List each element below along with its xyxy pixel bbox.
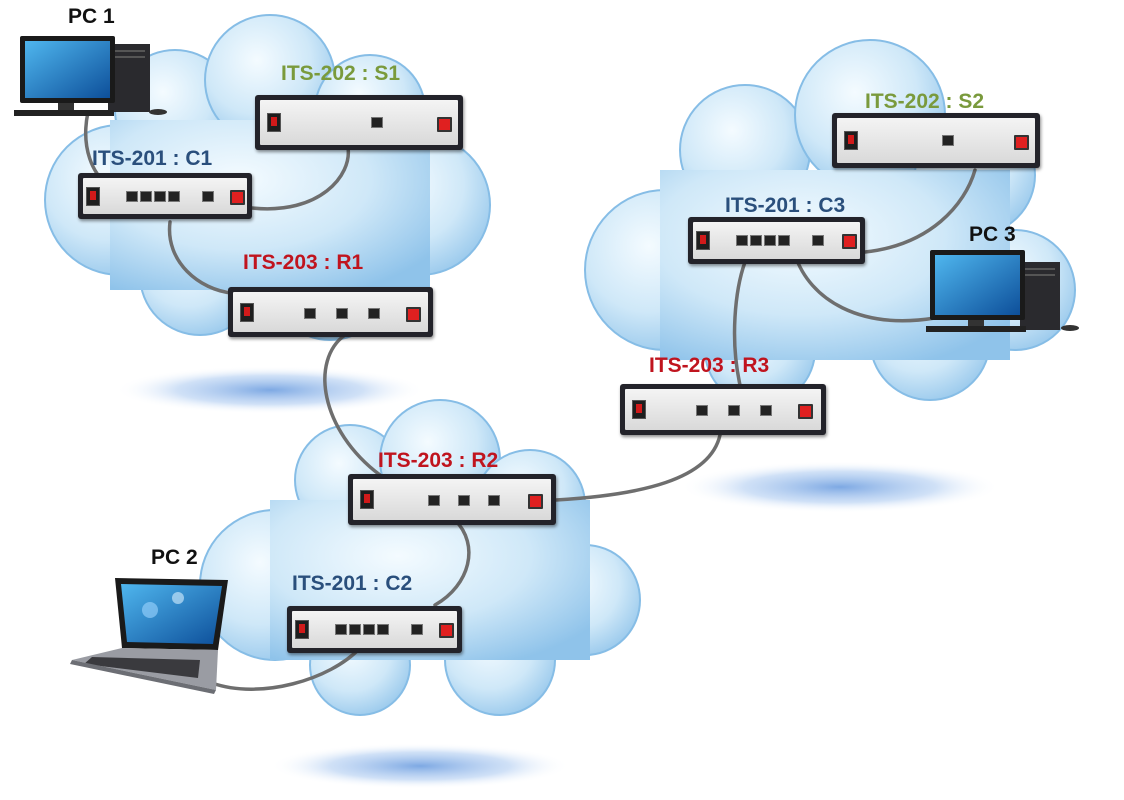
reset-button-icon: [437, 117, 452, 132]
cloud-shadow-bottom: [270, 743, 570, 789]
reset-button-icon: [439, 623, 454, 638]
ethernet-port-icon: [428, 495, 440, 506]
ethernet-port-icon: [335, 624, 347, 635]
power-switch-icon: [696, 231, 710, 250]
desktop-computer-icon: [926, 250, 1079, 332]
device-its203-r2: [348, 474, 556, 525]
laptop-icon: [70, 578, 228, 694]
console-port-icon: [202, 191, 214, 202]
ethernet-port-icon: [140, 191, 152, 202]
ethernet-port-icon: [349, 624, 361, 635]
ethernet-port-icon: [154, 191, 166, 202]
ethernet-port-icon: [126, 191, 138, 202]
console-port-icon: [411, 624, 423, 635]
device-its201-c3: [688, 217, 865, 264]
power-switch-icon: [240, 303, 254, 322]
cloud-shadow-top-left: [115, 366, 425, 414]
ethernet-port-icon: [736, 235, 748, 246]
ethernet-port-icon: [760, 405, 772, 416]
power-switch-icon: [360, 490, 374, 509]
ethernet-port-icon: [750, 235, 762, 246]
label-its201-c1: ITS-201 : C1: [92, 147, 213, 170]
device-its203-r3: [620, 384, 826, 435]
ethernet-port-icon: [778, 235, 790, 246]
cable-r1-r2: [323, 333, 382, 477]
device-front-panel: [233, 292, 428, 332]
power-switch-icon: [267, 113, 281, 132]
power-switch-icon: [86, 187, 100, 206]
cloud-bottom: [199, 399, 641, 716]
cloud-shadow-right: [680, 461, 1000, 513]
device-its202-s2: [832, 113, 1040, 168]
power-switch-icon: [844, 131, 858, 150]
cable-c3-pc3: [793, 253, 937, 323]
cable-c2-pc2: [210, 646, 362, 691]
ethernet-port-icon: [336, 308, 348, 319]
ethernet-port-icon: [304, 308, 316, 319]
ethernet-port-icon: [458, 495, 470, 506]
device-front-panel: [693, 222, 860, 259]
label-its201-c3: ITS-201 : C3: [725, 194, 846, 217]
device-its201-c2: [287, 606, 462, 653]
label-its202-s2: ITS-202 : S2: [865, 90, 985, 113]
power-switch-icon: [632, 400, 646, 419]
label-pc2: PC 2: [151, 546, 198, 569]
label-pc3: PC 3: [969, 223, 1016, 246]
ethernet-port-icon: [371, 117, 383, 128]
device-its202-s1: [255, 95, 463, 150]
cable-c1-s1: [250, 146, 351, 211]
device-front-panel: [260, 100, 458, 145]
desktop-computer-icon: [14, 36, 167, 116]
cable-r2-c2: [433, 518, 471, 607]
device-its203-r1: [228, 287, 433, 337]
device-front-panel: [837, 118, 1035, 163]
ethernet-port-icon: [168, 191, 180, 202]
device-its201-c1: [78, 173, 252, 219]
reset-button-icon: [1014, 135, 1029, 150]
label-its202-s1: ITS-202 : S1: [281, 62, 401, 85]
ethernet-port-icon: [377, 624, 389, 635]
cable-r2-r3: [554, 433, 722, 502]
label-its203-r3: ITS-203 : R3: [649, 354, 770, 377]
ethernet-port-icon: [488, 495, 500, 506]
reset-button-icon: [842, 234, 857, 249]
reset-button-icon: [528, 494, 543, 509]
label-pc1: PC 1: [68, 5, 115, 28]
label-its201-c2: ITS-201 : C2: [292, 572, 413, 595]
ethernet-port-icon: [696, 405, 708, 416]
reset-button-icon: [406, 307, 421, 322]
console-port-icon: [812, 235, 824, 246]
ethernet-port-icon: [764, 235, 776, 246]
power-switch-icon: [295, 620, 309, 639]
ethernet-port-icon: [368, 308, 380, 319]
reset-button-icon: [230, 190, 245, 205]
ethernet-port-icon: [728, 405, 740, 416]
reset-button-icon: [798, 404, 813, 419]
ethernet-port-icon: [363, 624, 375, 635]
cable-c1-r1: [167, 220, 234, 295]
network-cables: [84, 110, 977, 691]
device-front-panel: [353, 479, 551, 520]
label-its203-r1: ITS-203 : R1: [243, 251, 364, 274]
cable-c3-s2: [863, 168, 977, 254]
cable-r3-c3: [732, 260, 747, 387]
device-front-panel: [625, 389, 821, 430]
label-its203-r2: ITS-203 : R2: [378, 449, 499, 472]
ethernet-port-icon: [942, 135, 954, 146]
